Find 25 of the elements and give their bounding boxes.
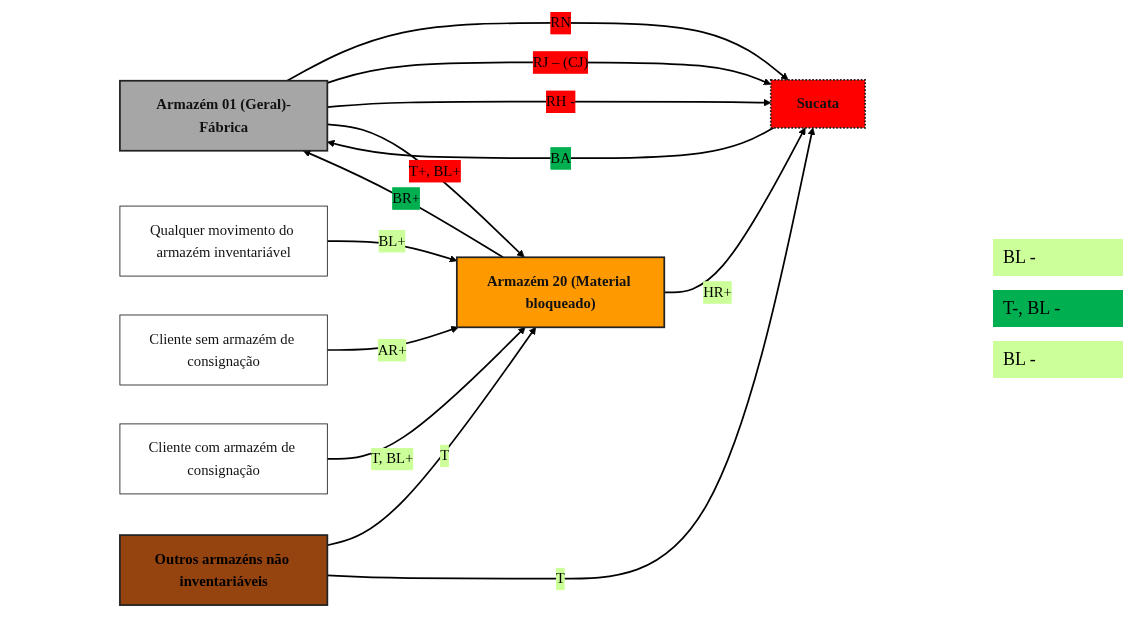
edge-label: T <box>440 447 450 464</box>
edge-label: RN <box>550 14 571 31</box>
edge-label: RJ – (CJ) <box>532 53 589 71</box>
edge-label: AR+ <box>377 341 407 358</box>
node-box: Armazém 20 (Material bloqueado) <box>455 256 666 329</box>
node-box: Cliente com armazém de consignação <box>119 423 328 495</box>
node-box: Outros armazéns não inventariáveis <box>119 534 329 606</box>
node-box: Armazém 01 (Geral)-Fábrica <box>119 79 329 152</box>
edge-label: T <box>556 570 566 587</box>
node-box: Sucata <box>769 79 866 129</box>
arrow <box>302 150 504 259</box>
edge-label: BA <box>550 149 571 167</box>
code-label: T-, BL - <box>993 290 1123 327</box>
edge-label: BL+ <box>378 232 406 250</box>
arrow <box>327 127 775 160</box>
edge-label: T+, BL+ <box>408 162 461 180</box>
arrow <box>286 22 789 82</box>
edge-label: BR+ <box>392 189 421 207</box>
edge-label: RH - <box>546 93 576 110</box>
code-label: BL - <box>993 239 1123 276</box>
code-label: BL - <box>993 341 1123 378</box>
node-box: Cliente sem armazém de consignação <box>119 314 328 386</box>
edge-label: HR+ <box>703 283 732 301</box>
node-box: Qualquer movimento do armazém inventariável <box>119 205 328 277</box>
edge-label: T, BL+ <box>370 450 414 467</box>
